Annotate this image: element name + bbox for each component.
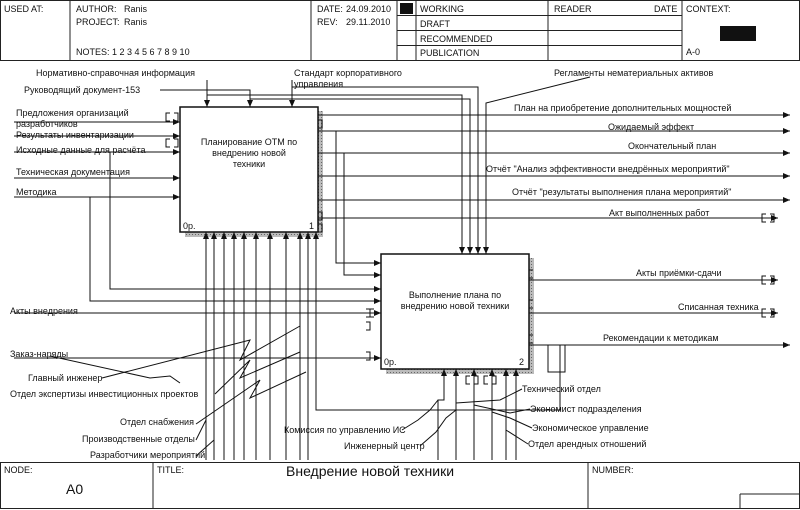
- arrow-lines: [14, 76, 790, 460]
- context-thumbnail: [720, 26, 756, 41]
- activity-2-number: 2: [519, 357, 525, 367]
- date-value: 24.09.2010: [346, 4, 392, 14]
- activity-box-1[interactable]: [179, 106, 319, 233]
- output-work-act: Акт выполненных работ: [609, 208, 710, 218]
- mech-economic-mgmt: Экономическое управление: [532, 423, 649, 433]
- output-expected-effect: Ожидаемый эффект: [608, 122, 695, 132]
- reader-label: READER: [554, 4, 592, 14]
- tunnel-marks: [165, 112, 775, 385]
- date-label: DATE:: [317, 4, 343, 14]
- control-guideline: Руководящий документ-153: [24, 85, 141, 95]
- mech-lease-dept: Отдел арендных отношений: [528, 439, 647, 449]
- arrow-regulations: [483, 76, 591, 254]
- project-label: PROJECT:: [76, 17, 120, 27]
- context-label: CONTEXT:: [686, 4, 731, 14]
- output-report-analysis: Отчёт "Анализ эффективности внедрённых м…: [486, 164, 730, 174]
- arrow-guideline: [160, 89, 253, 107]
- input-tech-docs: Техническая документация: [16, 167, 130, 177]
- title-label: TITLE:: [157, 465, 185, 475]
- output-final-plan: Окончательный план: [628, 141, 717, 151]
- used-at-label: USED AT:: [4, 4, 44, 14]
- input-source-data: Исходные данные для расчёта: [16, 145, 146, 155]
- input-method: Методика: [16, 187, 57, 197]
- input-impl-acts: Акты внедрения: [10, 306, 78, 316]
- mech-expertise-dept: Отдел экспертизы инвестиционных проектов: [10, 389, 199, 399]
- activity-1-title: Планирование ОТМ по внедрению новой техн…: [200, 137, 298, 169]
- output-written-off: Списанная техника: [678, 302, 759, 312]
- control-standard: Стандарт корпоративного управления: [294, 68, 402, 89]
- reader-date-label: DATE: [654, 4, 678, 14]
- output-acceptance-acts: Акты приёмки-сдачи: [636, 268, 722, 278]
- control-normative: Нормативно-справочная информация: [36, 68, 195, 78]
- diagram-title: Внедрение новой техники: [286, 463, 455, 479]
- activity-1-cost: 0р.: [183, 221, 196, 231]
- mech-chief-engineer: Главный инженер: [28, 373, 103, 383]
- output-method-recs: Рекомендации к методикам: [603, 333, 719, 343]
- control-regulations: Регламенты нематериальных активов: [554, 68, 714, 78]
- output-capacity-plan: План на приобретение дополнительных мощн…: [514, 103, 732, 113]
- project-value: Ranis: [124, 17, 148, 27]
- working-status-marker: [400, 3, 413, 14]
- status-publication: PUBLICATION: [420, 48, 480, 58]
- input-proposals: Предложения организаций разработчиков: [16, 108, 129, 129]
- activity-2-title: Выполнение плана по внедрению новой техн…: [400, 290, 510, 311]
- input-inventory: Результаты инвентаризации: [16, 130, 134, 140]
- status-recommended: RECOMMENDED: [420, 34, 493, 44]
- rev-label: REV:: [317, 17, 338, 27]
- activity-1-number: 1: [309, 221, 315, 231]
- node-label: NODE:: [4, 465, 33, 475]
- mech-division-economist: Экономист подразделения: [530, 404, 642, 414]
- rev-value: 29.11.2010: [346, 17, 391, 27]
- notes-row: NOTES: 1 2 3 4 5 6 7 8 9 10: [76, 47, 190, 57]
- mech-tech-dept: Технический отдел: [522, 384, 601, 394]
- author-label: AUTHOR:: [76, 4, 117, 14]
- status-draft: DRAFT: [420, 19, 450, 29]
- output-report-results: Отчёт "результаты выполнения плана мероп…: [512, 187, 732, 197]
- number-label: NUMBER:: [592, 465, 634, 475]
- mech-developers: Разработчики мероприятий: [90, 450, 206, 460]
- mech-engineering-center: Инженерный центр: [344, 441, 425, 451]
- activity-2-cost: 0р.: [384, 357, 397, 367]
- node-ref: A-0: [686, 47, 701, 57]
- node-value: A0: [66, 481, 84, 497]
- mech-supply-dept: Отдел снабжения: [120, 417, 194, 427]
- author-value: Ranis: [124, 4, 148, 14]
- input-orders: Заказ-наряды: [10, 349, 69, 359]
- status-working: WORKING: [420, 4, 464, 14]
- mech-commission: Комиссия по управлению ИС: [284, 425, 406, 435]
- mech-production-depts: Производственные отделы: [82, 434, 195, 444]
